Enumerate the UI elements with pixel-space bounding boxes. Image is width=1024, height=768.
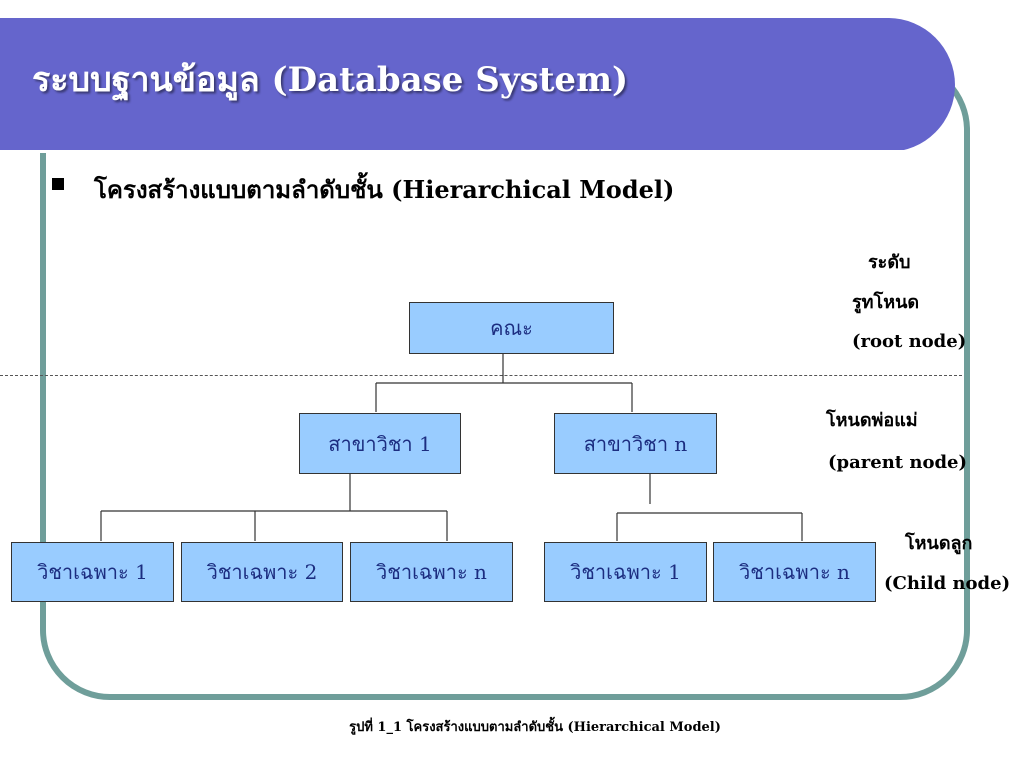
- child-node: วิชาเฉพาะ 1: [544, 542, 707, 602]
- slide-title: ระบบฐานข้อมูล (Database System): [32, 60, 629, 100]
- root-level-label: ระดับ: [868, 252, 911, 273]
- title-bar: [0, 18, 955, 153]
- child-level-label: โหนดลูก: [905, 533, 973, 554]
- child-level-label: (Child node): [884, 573, 1011, 594]
- root-level-label: (root node): [852, 331, 967, 352]
- level-divider: [0, 375, 962, 376]
- figure-caption: รูปที่ 1_1 โครงสร้างแบบตามลำดับชั้น (Hie…: [349, 720, 721, 735]
- root-node: คณะ: [409, 302, 614, 354]
- parent-level-label: (parent node): [828, 452, 968, 473]
- child-node: วิชาเฉพาะ n: [350, 542, 513, 602]
- parent-level-label: โหนดพ่อแม่: [826, 410, 918, 431]
- bullet-text: โครงสร้างแบบตามลำดับชั้น (Hierarchical M…: [94, 175, 675, 204]
- child-node: วิชาเฉพาะ 2: [181, 542, 343, 602]
- child-node: วิชาเฉพาะ n: [713, 542, 876, 602]
- child-node: วิชาเฉพาะ 1: [11, 542, 174, 602]
- root-level-label: รูทโหนด: [852, 292, 920, 313]
- parent-node-1: สาขาวิชา 1: [299, 413, 461, 474]
- bullet-marker: [52, 178, 64, 190]
- parent-node-n: สาขาวิชา n: [554, 413, 717, 474]
- title-underline: [0, 150, 905, 153]
